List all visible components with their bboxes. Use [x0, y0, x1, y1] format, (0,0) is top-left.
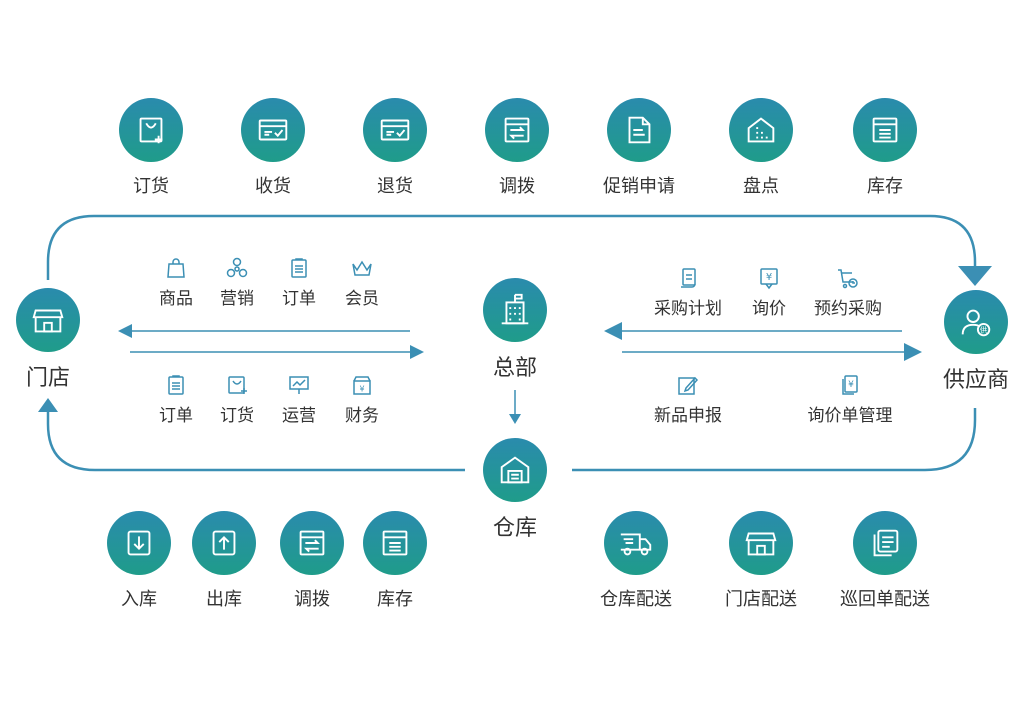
document-icon [607, 98, 671, 162]
top-item-inventory-check: 盘点 [701, 98, 821, 198]
money-box-icon: ¥ [353, 376, 371, 395]
bottom-item-outbound: 出库 [164, 511, 284, 611]
network-icon [226, 257, 248, 278]
svg-text:¥: ¥ [359, 385, 364, 394]
top-loop-line [46, 214, 977, 280]
top-item-promotion: 促销申请 [579, 98, 699, 198]
yen-tag-icon: ¥ [760, 268, 778, 290]
warehouse-icon [483, 438, 547, 502]
top-item-receive: 收货 [213, 98, 333, 198]
box-lines-icon [853, 98, 917, 162]
store-hq-item-product: 商品 [131, 256, 221, 309]
house-grid-icon [729, 98, 793, 162]
crown-icon [352, 260, 372, 276]
bottom-loop-arrowhead [38, 398, 58, 412]
top-item-transfer: 调拨 [457, 98, 577, 198]
supplier-item-inquiry-management: ¥ 询价单管理 [800, 373, 900, 426]
bag-plus-icon [228, 376, 247, 394]
top-loop-arrowhead [958, 266, 992, 286]
transfer-icon [280, 511, 344, 575]
stack-icon [853, 511, 917, 575]
supplier-node: 供 供应商 [916, 290, 1025, 394]
store-node: 门店 [0, 288, 108, 392]
supplier-user-icon: 供 [944, 290, 1008, 354]
clipboard-icon [291, 258, 307, 278]
clipboard-icon [168, 375, 184, 395]
top-item-order: 订货 [91, 98, 211, 198]
store-hq-item-marketing: 营销 [192, 256, 282, 309]
yen-document-icon: ¥ [842, 375, 858, 395]
transfer-icon [485, 98, 549, 162]
svg-text:¥: ¥ [848, 380, 854, 390]
top-item-stock: 库存 [825, 98, 945, 198]
shopping-bag-icon [167, 258, 185, 278]
hq-store-item-operation: 运营 [254, 373, 344, 426]
hq-node: 总部 [455, 278, 575, 382]
bottom-item-transfer: 调拨 [252, 511, 372, 611]
hq-store-item-replenish: 订货 [192, 373, 282, 426]
bottom-item-store-delivery: 门店配送 [701, 511, 821, 611]
svg-text:供: 供 [980, 324, 988, 334]
cart-clock-icon [838, 269, 858, 289]
bottom-item-warehouse-delivery: 仓库配送 [576, 511, 696, 611]
bottom-loop-right-line [572, 408, 977, 472]
store-icon [16, 288, 80, 352]
store-hq-item-member: 会员 [317, 256, 407, 309]
bottom-item-route-delivery: 巡回单配送 [825, 511, 945, 611]
hq-store-item-finance: ¥ 财务 [317, 373, 407, 426]
box-lines-icon [363, 511, 427, 575]
presentation-icon [289, 376, 309, 394]
bottom-item-stock: 库存 [335, 511, 455, 611]
building-icon [483, 278, 547, 342]
box-check-icon [363, 98, 427, 162]
bottom-item-inbound: 入库 [79, 511, 199, 611]
bottom-loop-left-line [46, 410, 465, 472]
svg-text:¥: ¥ [766, 272, 772, 283]
warehouse-node: 仓库 [455, 438, 575, 542]
outbound-icon [192, 511, 256, 575]
box-check-icon [241, 98, 305, 162]
store-icon [729, 511, 793, 575]
truck-icon [604, 511, 668, 575]
top-item-return: 退货 [335, 98, 455, 198]
edit-icon [678, 376, 699, 395]
scroll-icon [681, 268, 696, 288]
supplier-item-purchase-plan: 采购计划 [643, 266, 733, 319]
store-hq-item-order: 订单 [254, 256, 344, 309]
inbound-icon [107, 511, 171, 575]
supplier-item-inquiry: ¥ 询价 [724, 266, 814, 319]
supplier-item-new-product: 新品申报 [643, 373, 733, 426]
bag-plus-icon [119, 98, 183, 162]
hq-store-item-order: 订单 [131, 373, 221, 426]
supplier-item-scheduled-purchase: 预约采购 [803, 266, 893, 319]
